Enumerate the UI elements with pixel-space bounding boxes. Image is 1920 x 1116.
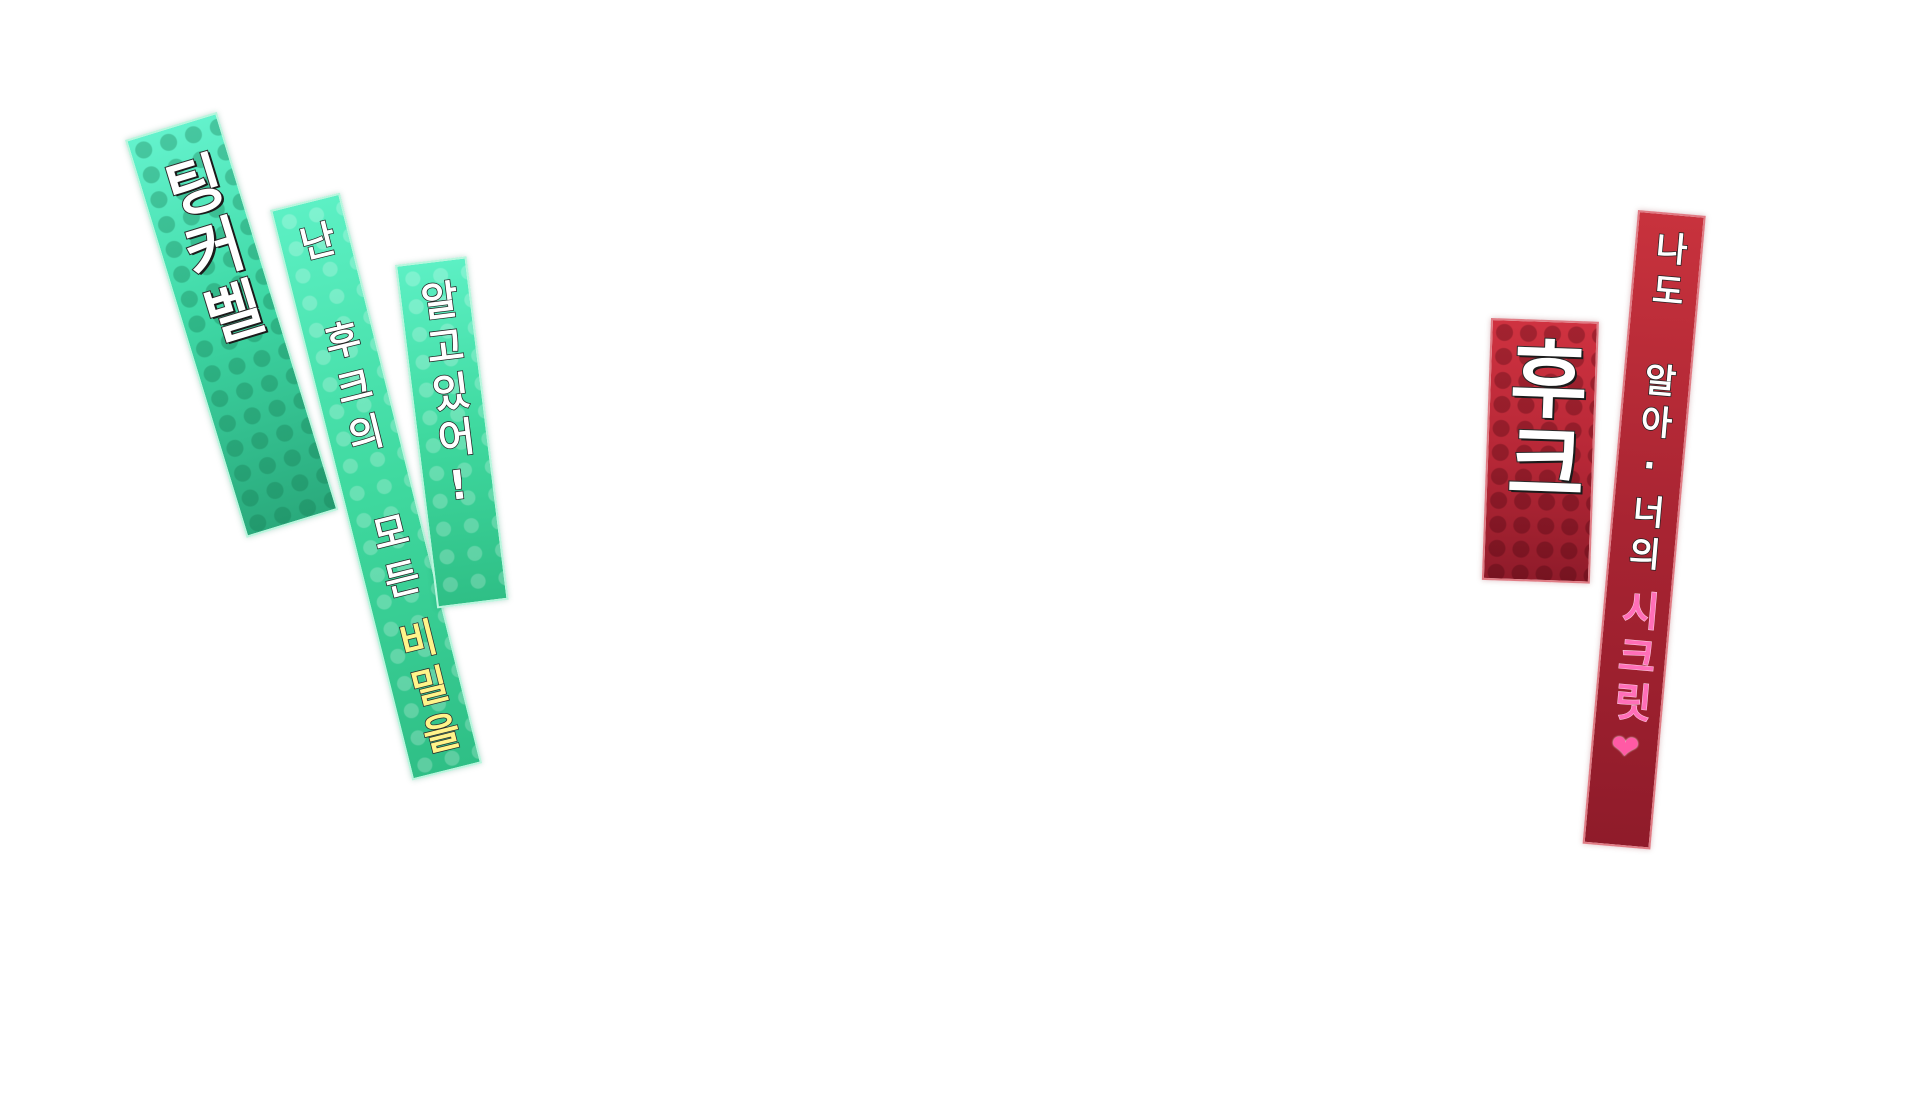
heart-icon: ❤ <box>1609 726 1642 770</box>
hook-name-banner: 후크 <box>1481 318 1599 584</box>
hook-line-banner: 나도 알아·너의 시크릿 ❤ <box>1582 210 1706 850</box>
tinkerbell-line1-highlight: 비밀을 <box>386 614 467 766</box>
hook-line-highlight: 시크릿 <box>1603 587 1662 730</box>
hook-name-label: 후크 <box>1488 333 1594 506</box>
tinkerbell-name-label: 팅커벨 <box>145 145 275 358</box>
hook-line-text: 나도 알아·너의 <box>1619 228 1691 580</box>
tinkerbell-line2-text: 알고있어! <box>410 277 486 518</box>
